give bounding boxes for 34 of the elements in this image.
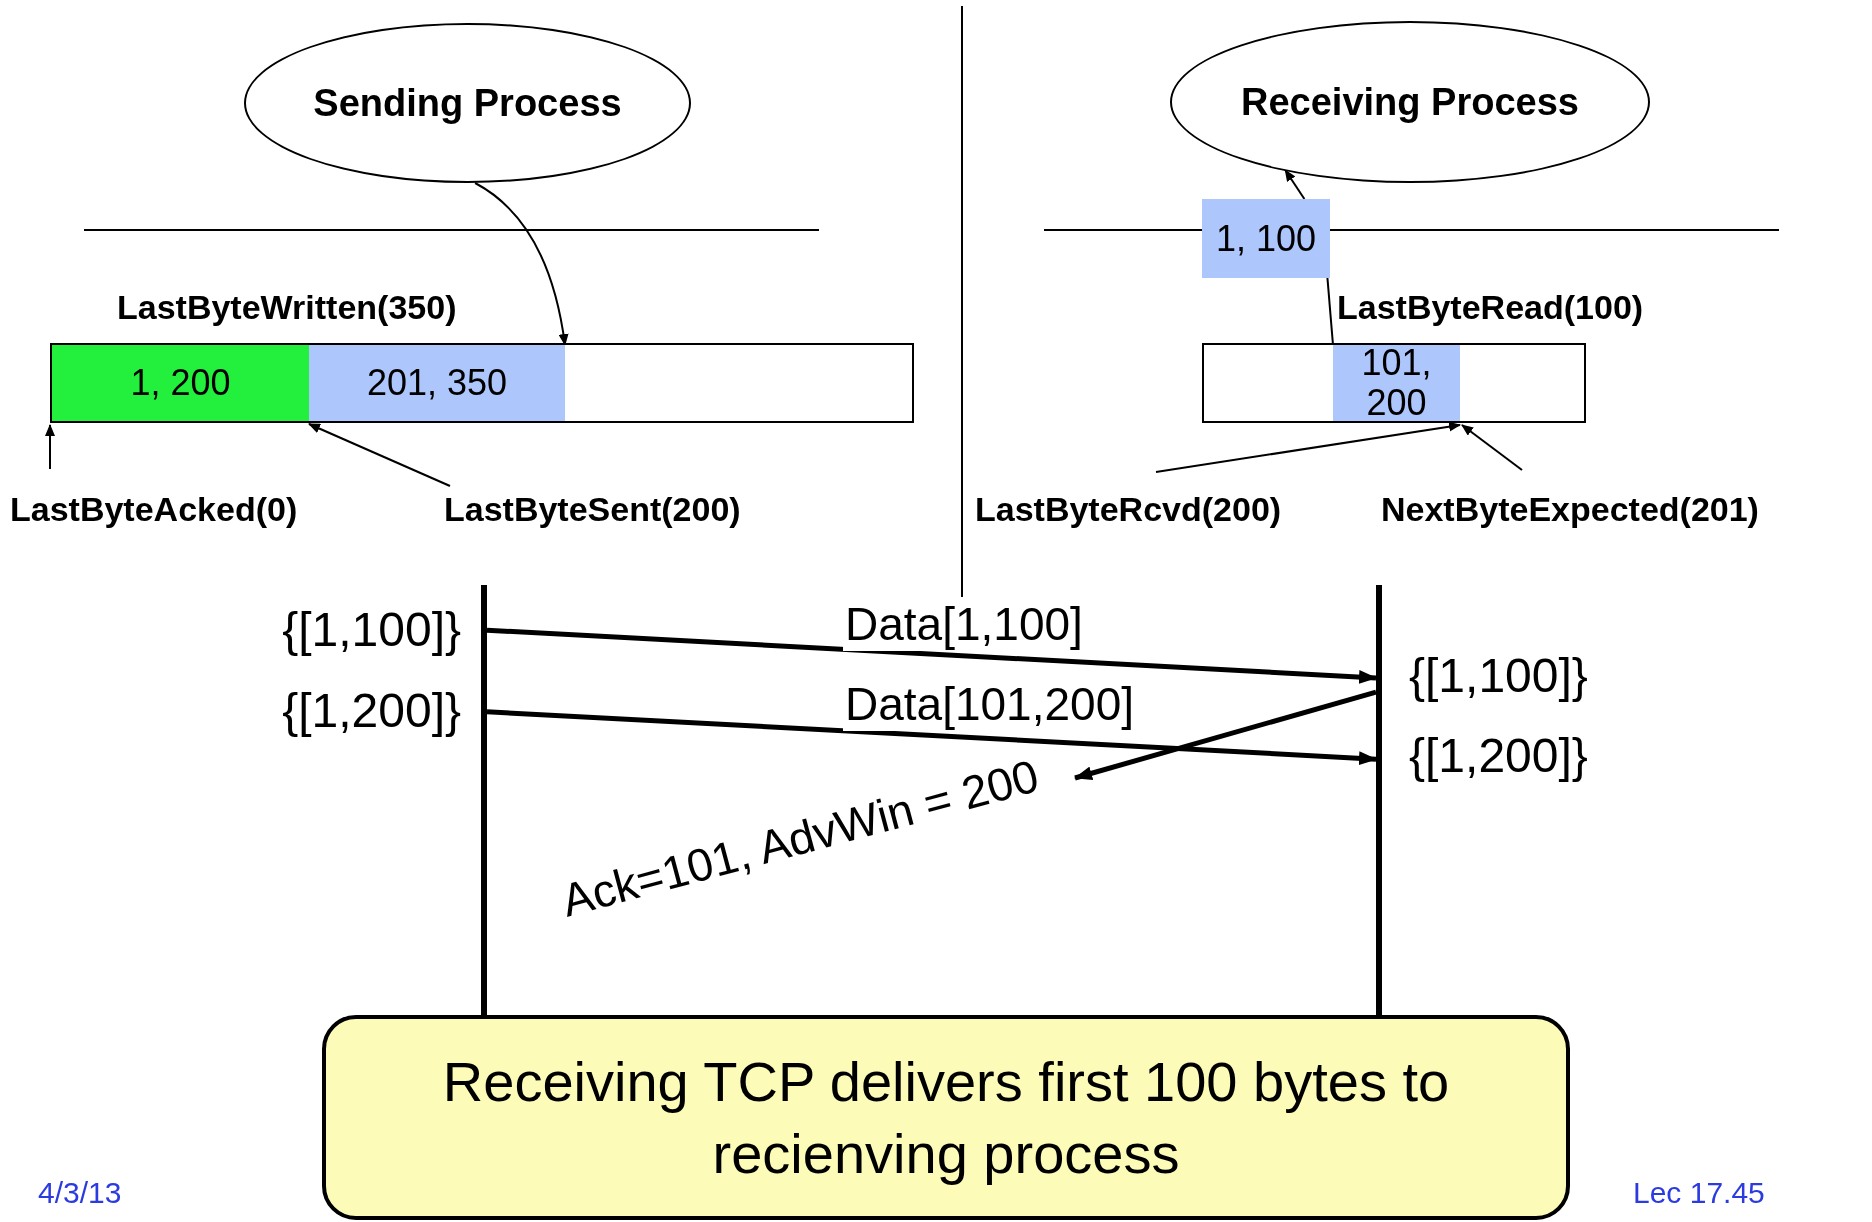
lifeline [481,585,487,1015]
connector-line [1326,277,1334,346]
pointer-label: LastByteWritten(350) [117,288,457,327]
pointer-label: NextByteExpected(201) [1381,490,1759,529]
state-label: {[1,200]} [1409,728,1588,783]
buffer-rectangle [50,343,914,423]
pointer-label: LastByteRead(100) [1337,288,1644,327]
state-label: {[1,200]} [282,683,461,738]
state-label: {[1,100]} [282,602,461,657]
pointer-label: LastByteAcked(0) [10,490,298,529]
slide-number: Lec 17.45 [1633,1176,1765,1210]
buffer-segment: 1, 200 [52,345,309,421]
date-label: 4/3/13 [38,1176,122,1210]
process-ellipse: Receiving Process [1170,21,1650,183]
buffer-segment: 101, 200 [1333,345,1460,421]
process-ellipse: Sending Process [244,23,691,183]
pointer-arrow [1461,424,1523,471]
message-arrow [486,627,1377,684]
callout-box: Receiving TCP delivers first 100 bytes to recienving process [322,1015,1570,1220]
pointer-arrow [1284,169,1306,200]
state-label: {[1,100]} [1409,648,1588,703]
pointer-arrow [308,423,451,487]
buffer-segment: 1, 100 [1202,199,1330,278]
pointer-arrow [474,182,569,346]
message-arrow [1074,689,1377,781]
buffer-segment: 201, 350 [309,345,565,421]
buffer-rectangle [1202,343,1586,423]
pointer-arrow [45,424,55,470]
message-arrow [486,709,1377,766]
pointer-label: LastByteRcvd(200) [975,490,1282,529]
pointer-label: LastByteSent(200) [444,490,741,529]
pointer-arrow [1155,421,1461,473]
lifeline [1376,585,1382,1015]
edge-label: Ack=101, AdvWin = 200 [555,748,1045,929]
